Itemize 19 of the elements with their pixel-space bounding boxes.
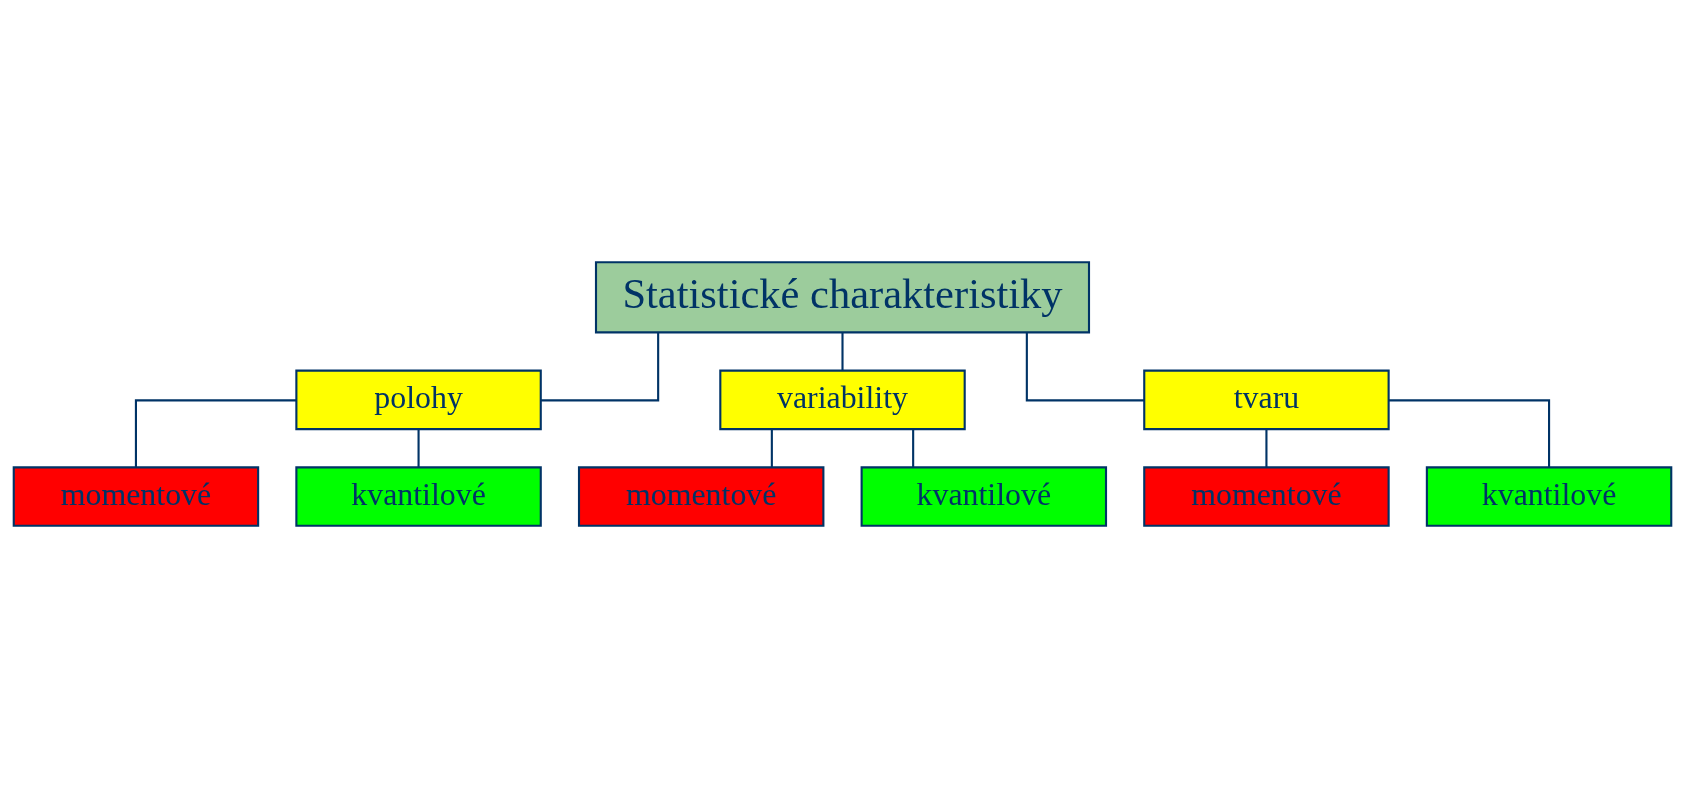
connector [540,332,660,401]
node-box: polohy [295,369,542,430]
node-box: kvantilové [295,465,542,527]
node-box: Statistické charakteristiky [594,260,1091,333]
connector [417,428,420,467]
node-box: momentové [12,465,260,527]
connector [1388,398,1551,467]
connector [912,428,915,467]
connector [1025,332,1145,401]
connector [841,332,844,371]
node-box: momentové [577,465,825,527]
node-box: variability [719,369,966,430]
node-box: kvantilové [1425,465,1673,527]
connector [770,428,773,467]
connector [1265,428,1268,467]
node-box: kvantilové [860,465,1108,527]
node-box: tvaru [1143,369,1390,430]
connector [134,398,297,467]
node-box: momentové [1143,465,1390,527]
